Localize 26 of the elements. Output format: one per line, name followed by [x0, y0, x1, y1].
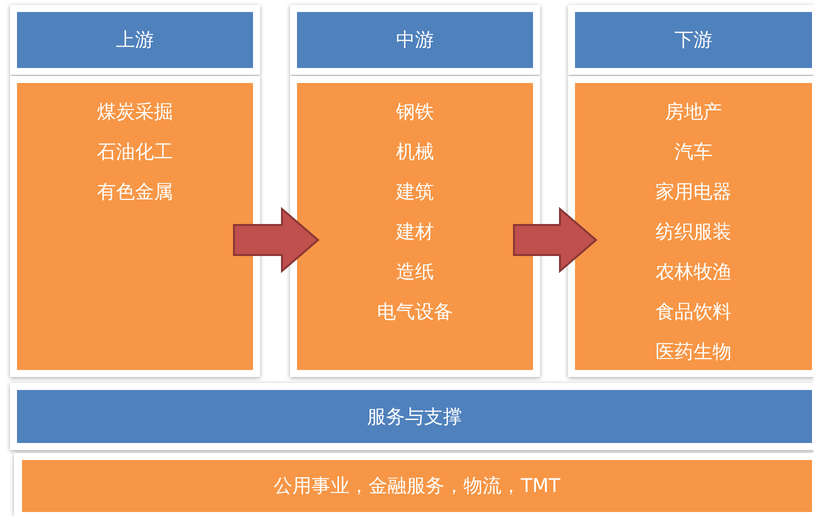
industry-label: 机械 — [396, 140, 434, 165]
industry-label: 造纸 — [396, 260, 434, 285]
industry-label: 农林牧渔 — [656, 260, 732, 285]
industry-label: 建材 — [396, 220, 434, 245]
industry-label: 有色金属 — [97, 180, 173, 205]
category-header: 上游 — [17, 12, 253, 68]
industry-label: 医药生物 — [656, 340, 732, 365]
industry-label: 汽车 — [674, 140, 712, 165]
industry-label: 家用电器 — [656, 180, 732, 205]
category-header: 下游 — [575, 12, 812, 68]
block-arrow — [513, 206, 598, 274]
industry-label: 石油化工 — [97, 140, 173, 165]
service-band: 服务与支撑 — [17, 390, 812, 443]
industry-label: 纺织服装 — [656, 220, 732, 245]
block-arrow — [233, 206, 320, 274]
category-header: 中游 — [297, 12, 533, 68]
industry-label: 建筑 — [396, 180, 434, 205]
industry-label: 食品饮料 — [656, 300, 732, 325]
industry-label: 钢铁 — [396, 100, 434, 125]
sector-band: 公用事业，金融服务，物流，TMT — [22, 460, 812, 512]
industry-label: 煤炭采掘 — [97, 100, 173, 125]
industry-box — [575, 83, 812, 370]
industry-label: 房地产 — [665, 100, 722, 125]
industry-label: 电气设备 — [377, 300, 453, 325]
industry-box — [17, 83, 253, 370]
industry-box — [297, 83, 533, 370]
